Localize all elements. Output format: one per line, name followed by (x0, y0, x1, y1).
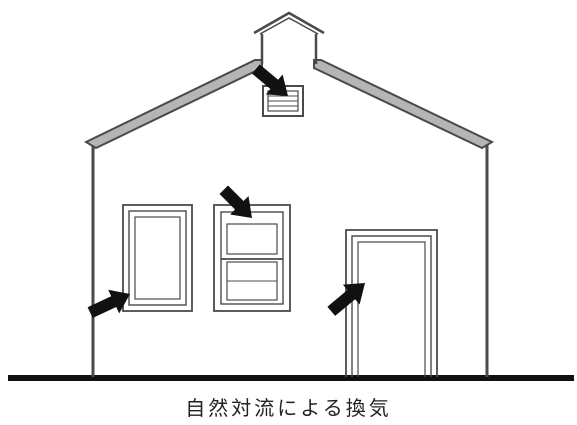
air-outflow-gable-vent-arrow (252, 64, 288, 96)
double-hung-window (213, 204, 291, 312)
air-inflow-window-left-arrow (87, 289, 130, 318)
cupola (253, 11, 325, 64)
ground-line (8, 375, 574, 381)
roof (83, 59, 495, 150)
casement-window (122, 204, 193, 312)
house-walls (91, 142, 489, 377)
airflow-arrows (87, 64, 365, 318)
air-inflow-door-arrow (327, 283, 365, 316)
diagram-caption: 自然対流による換気 (185, 396, 392, 420)
air-inflow-window-right-top-arrow (219, 185, 252, 218)
